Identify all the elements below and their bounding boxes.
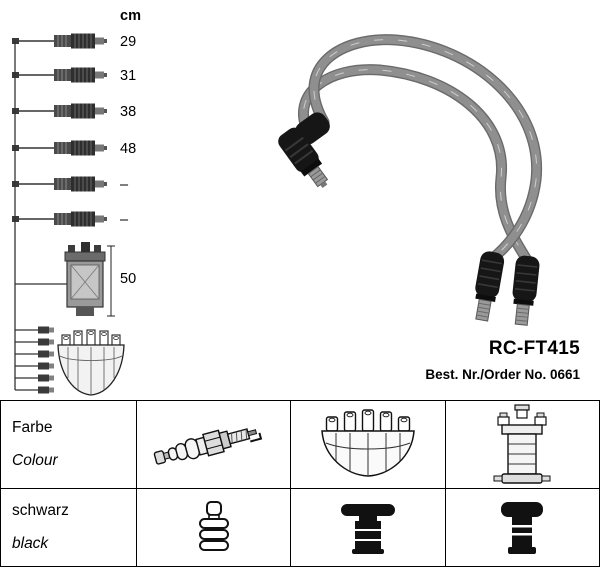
length-value: 31: [120, 68, 137, 84]
colour-value-cell: schwarz black: [1, 488, 136, 566]
cable-inner: [298, 64, 533, 266]
spark-plug-terminal-icon: [198, 500, 229, 551]
ignition-coil-cell: [444, 401, 599, 489]
spark-plug-icon: [153, 427, 262, 465]
length-value: –: [120, 177, 129, 193]
straight-boot-2: [512, 255, 540, 326]
distributor-terminals: [15, 326, 54, 394]
cable-photo: [278, 34, 543, 326]
coil-terminal-cell: [444, 488, 599, 566]
cable-outer: [308, 34, 543, 264]
spark-plug-cell: [136, 401, 290, 489]
length-value: –: [120, 212, 129, 228]
spark-plug-terminal-cell: [136, 488, 291, 566]
distributor-cap-icon: [321, 409, 415, 477]
distributor-terminal-icon: [340, 503, 395, 554]
coil-drawing: [64, 242, 106, 316]
length-value: 48: [120, 141, 137, 157]
cable-set-diagram: [11, 32, 125, 396]
elbow-boot: [278, 112, 330, 189]
length-value: 29: [120, 34, 137, 50]
coil-length-value: 50: [120, 271, 137, 287]
colour-label-cell: Farbe Colour: [1, 401, 136, 488]
colour-value-de: schwarz: [12, 502, 69, 520]
unit-label: cm: [120, 8, 141, 24]
length-value: 38: [120, 104, 137, 120]
coil-terminal-icon: [501, 501, 544, 554]
distributor-cap-drawing: [57, 329, 125, 396]
straight-boot-1: [475, 251, 505, 322]
ignition-coil-icon: [493, 404, 551, 484]
product-code: RC-FT415: [488, 338, 580, 359]
product-block: RC-FT415 Best. Nr./Order No. 0661: [425, 338, 580, 382]
order-number: Best. Nr./Order No. 0661: [425, 367, 580, 382]
colour-label-en: Colour: [12, 452, 58, 470]
colour-label-de: Farbe: [12, 419, 53, 437]
distributor-cap-cell: [290, 401, 444, 489]
colour-value-en: black: [12, 535, 49, 553]
spec-table: Farbe Colour: [0, 400, 600, 567]
distributor-terminal-cell: [290, 488, 445, 566]
